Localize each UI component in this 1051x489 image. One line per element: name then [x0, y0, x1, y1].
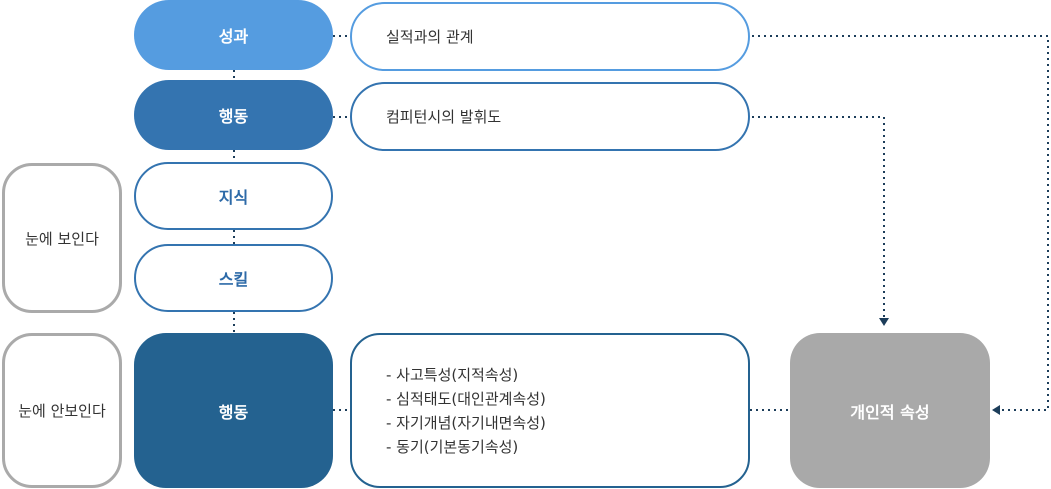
trait-item: - 사고특성(지적속성) — [386, 365, 519, 384]
label: 눈에 보인다 — [25, 229, 99, 248]
label: 눈에 안보인다 — [18, 402, 106, 420]
label: 성과 — [218, 27, 249, 46]
traits-list: - 사고특성(지적속성) - 심적태도(대인관계속성) - 자기개념(자기내면속… — [386, 363, 546, 459]
level-skill: 스킬 — [134, 244, 333, 312]
level-motive: 행동 — [134, 333, 333, 488]
level-behavior: 행동 — [134, 80, 333, 150]
trait-item: - 동기(기본동기속성) — [386, 437, 519, 456]
label: 스킬 — [218, 270, 249, 289]
label: 개인적 속성 — [850, 402, 930, 422]
label: 컴피턴시의 발휘도 — [386, 108, 502, 126]
visible-label: 눈에 보인다 — [2, 163, 122, 313]
traits-box: - 사고특성(지적속성) - 심적태도(대인관계속성) - 자기개념(자기내면속… — [350, 333, 750, 488]
trait-item: - 자기개념(자기내면속성) — [386, 413, 546, 432]
label: 실적과의 관계 — [386, 28, 474, 46]
trait-item: - 심적태도(대인관계속성) — [386, 389, 546, 408]
label: 지식 — [218, 188, 249, 207]
desc-performance: 실적과의 관계 — [350, 2, 750, 71]
label: 행동 — [218, 107, 249, 126]
personal-attributes: 개인적 속성 — [790, 333, 990, 488]
arrow-down-icon — [879, 318, 889, 326]
invisible-label: 눈에 안보인다 — [2, 333, 122, 488]
desc-behavior: 컴피턴시의 발휘도 — [350, 82, 750, 151]
level-performance: 성과 — [134, 0, 333, 70]
label: 행동 — [218, 402, 249, 422]
arrow-left-icon — [992, 405, 1000, 415]
level-knowledge: 지식 — [134, 162, 333, 230]
